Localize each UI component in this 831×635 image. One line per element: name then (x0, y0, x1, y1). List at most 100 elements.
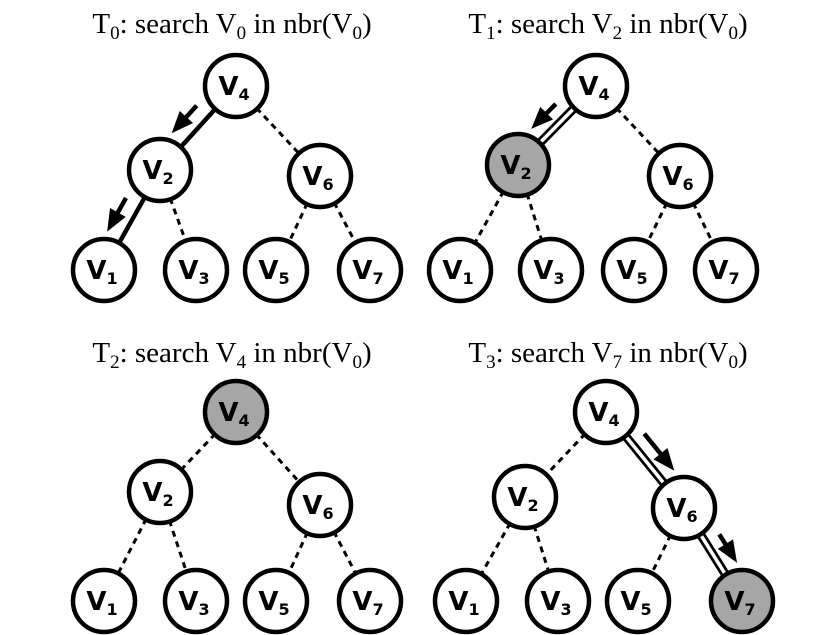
node-circle (70, 236, 138, 304)
node-label: V1 (442, 256, 473, 288)
edge-v6-v7 (332, 201, 358, 245)
node-circle (336, 236, 404, 304)
node-label: V6 (302, 162, 333, 194)
edge-v2-v1 (479, 522, 512, 576)
node-v4: V4 (202, 52, 270, 120)
node-label: V7 (724, 587, 755, 619)
node-v1: V1 (426, 236, 494, 304)
node-label: V4 (578, 72, 609, 104)
node-v6: V6 (650, 474, 718, 542)
node-v6: V6 (286, 142, 354, 210)
panel-title: T2: search V4 in nbr(V0) (92, 337, 371, 373)
edge-v4-v6 (254, 433, 302, 484)
edge-v2-v3 (168, 197, 188, 243)
node-circle (650, 474, 718, 542)
edge-v6-v5 (649, 534, 673, 575)
node-circle (126, 458, 194, 526)
node-label: V2 (142, 478, 173, 510)
node-circle (242, 567, 310, 635)
edge-v4-v2 (179, 432, 217, 472)
node-circle (600, 236, 668, 304)
node-circle (426, 236, 494, 304)
edge-v6-v5 (645, 202, 669, 244)
panel-title: T1: search V2 in nbr(V0) (468, 8, 747, 44)
node-label: V7 (352, 587, 383, 619)
node-label: V6 (666, 494, 697, 526)
node-v1: V1 (70, 236, 138, 304)
node-label: V5 (258, 587, 289, 619)
node-label: V1 (448, 587, 479, 619)
edge-v2-v1 (116, 195, 148, 245)
node-label: V3 (178, 587, 209, 619)
edge-inner-v6-v7 (698, 532, 728, 577)
node-circle (286, 471, 354, 539)
edge-v2-v3 (525, 193, 544, 242)
node-label: V2 (507, 483, 538, 515)
node-label: V6 (662, 162, 693, 194)
node-circle (572, 378, 640, 446)
edge-v4-v2 (544, 432, 587, 477)
node-label: V3 (533, 256, 564, 288)
edge-inner-v4-v2 (537, 106, 577, 145)
node-v7: V7 (336, 236, 404, 304)
node-label: V2 (142, 156, 173, 188)
panel-title: T0: search V0 in nbr(V0) (92, 8, 371, 44)
node-label: V4 (588, 398, 619, 430)
node-circle (562, 52, 630, 120)
node-v2: V2 (126, 458, 194, 526)
node-v5: V5 (242, 567, 310, 635)
node-v4: V4 (572, 378, 640, 446)
node-v5: V5 (600, 236, 668, 304)
node-label: V4 (218, 72, 249, 104)
node-circle (126, 136, 194, 204)
node-circle (202, 52, 270, 120)
node-v5: V5 (242, 236, 310, 304)
node-circle (524, 567, 592, 635)
node-circle (646, 142, 714, 210)
edge-v6-v5 (287, 202, 309, 244)
node-label: V7 (352, 256, 383, 288)
node-circle (202, 378, 270, 446)
node-label: V7 (708, 256, 739, 288)
node-circle (336, 567, 404, 635)
arrowhead-icon (531, 106, 554, 129)
node-v6: V6 (286, 471, 354, 539)
node-label: V2 (500, 151, 531, 183)
edge-v2-v1 (116, 517, 148, 576)
arrowhead-icon (653, 447, 675, 471)
edge-v4-v2 (178, 106, 218, 150)
arrowhead-icon (107, 208, 126, 232)
node-v1: V1 (432, 567, 500, 635)
node-label: V5 (616, 256, 647, 288)
edge-v4-v6 (615, 106, 661, 156)
node-circle (70, 567, 138, 635)
node-label: V4 (218, 398, 249, 430)
node-v3: V3 (162, 567, 230, 635)
node-circle (604, 567, 672, 635)
node-v6: V6 (646, 142, 714, 210)
node-v4: V4 (202, 378, 270, 446)
edge-v4-v6 (255, 106, 301, 156)
node-circle (708, 567, 776, 635)
node-label: V1 (86, 587, 117, 619)
node-v2: V2 (484, 131, 552, 199)
node-v5: V5 (604, 567, 672, 635)
panel-title: T3: search V7 in nbr(V0) (468, 337, 747, 373)
node-circle (242, 236, 310, 304)
node-label: V1 (86, 256, 117, 288)
node-circle (692, 236, 760, 304)
node-label: V5 (620, 587, 651, 619)
node-v2: V2 (126, 136, 194, 204)
node-v3: V3 (517, 236, 585, 304)
arrowhead-icon (171, 110, 194, 134)
edge-inner-v4-v6 (623, 434, 667, 486)
node-circle (432, 567, 500, 635)
edge-v6-v7 (691, 202, 715, 244)
node-circle (162, 567, 230, 635)
node-label: V6 (302, 491, 333, 523)
edge-v2-v1 (473, 190, 505, 245)
